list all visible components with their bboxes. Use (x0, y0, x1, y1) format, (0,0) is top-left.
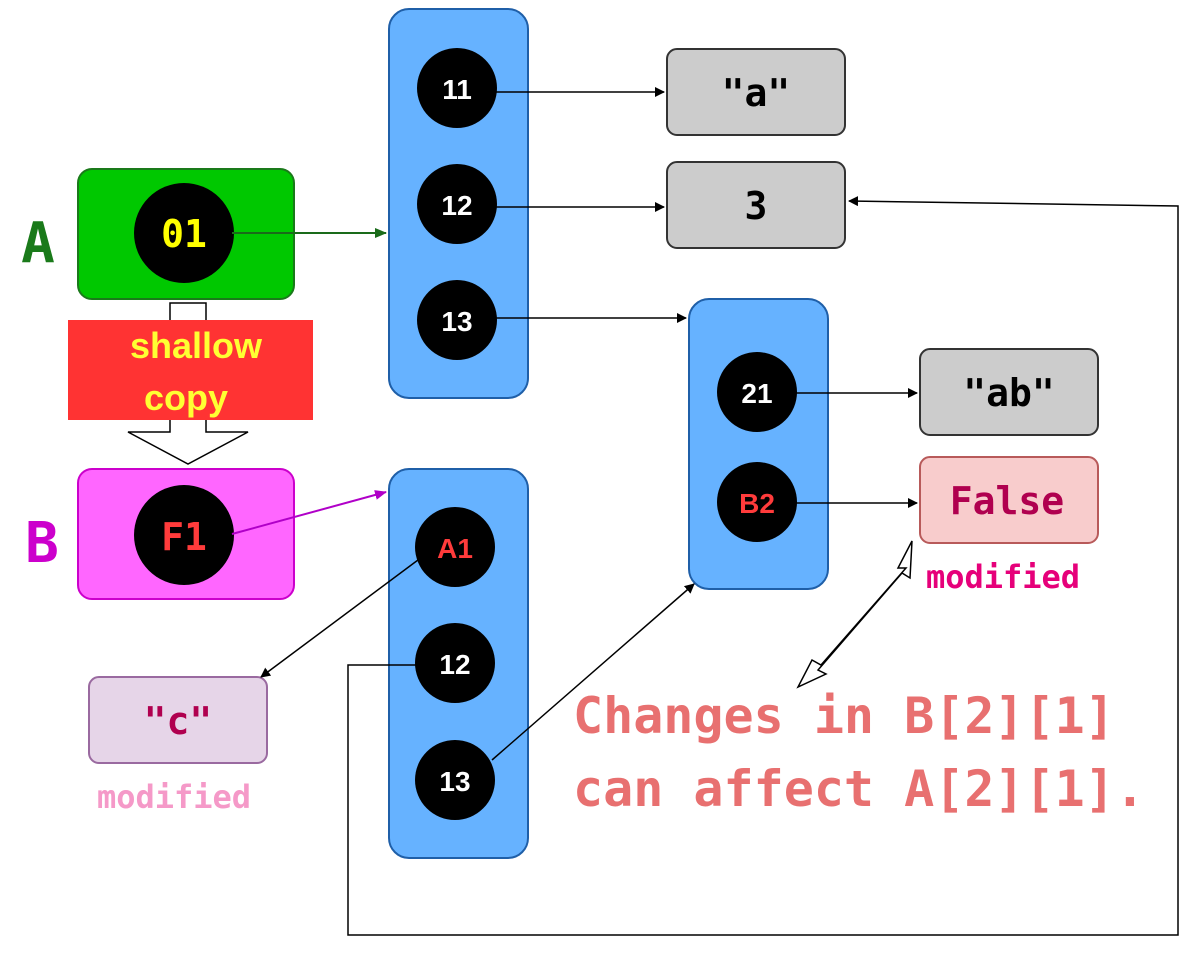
value-box-a (666, 48, 846, 136)
shallow-copy-banner (68, 320, 313, 420)
inner-list-container (688, 298, 829, 590)
list-a-item-2: 13 (441, 306, 472, 337)
shallow-copy-label-line1: shallow (130, 325, 263, 366)
caption-line1: Changes in B[2][1] (573, 687, 1115, 745)
value-false: False (950, 479, 1064, 523)
value-box-ab (919, 348, 1099, 436)
inner-list-item-1: B2 (739, 488, 775, 519)
double-headed-hollow-arrow (796, 540, 913, 689)
list-b-item-2-circle (415, 740, 495, 820)
variable-a-label: A (21, 211, 55, 276)
inner-list-item-0-circle (717, 352, 797, 432)
list-b-item-0-circle (415, 507, 495, 587)
arrow-12b-to-3 (347, 196, 1179, 936)
list-b-item-1: 12 (439, 649, 470, 680)
caption-line2: can affect A[2][1]. (573, 760, 1145, 818)
value-box-c (88, 676, 268, 764)
variable-a-address-circle (134, 183, 234, 283)
list-a-item-0: 11 (442, 74, 472, 105)
modified-note-c: modified (97, 778, 251, 816)
arrow-b-to-list-b (231, 490, 387, 535)
value-ab: "ab" (963, 371, 1055, 415)
list-b-item-0: A1 (437, 533, 473, 564)
inner-list-item-0: 21 (741, 378, 772, 409)
variable-b-address: F1 (161, 515, 207, 559)
inner-list-item-1-circle (717, 462, 797, 542)
variable-b-address-circle (134, 485, 234, 585)
value-box-three (666, 161, 846, 249)
list-a-item-1-circle (417, 164, 497, 244)
shallow-copy-label-line2: copy (144, 377, 228, 418)
list-a-item-0-circle (417, 48, 497, 128)
list-a-item-1: 12 (441, 190, 472, 221)
arrow-a1-to-c (260, 556, 423, 678)
arrow-13b-to-inner (491, 583, 695, 761)
modified-note-false: modified (926, 558, 1080, 596)
value-c: "c" (144, 699, 213, 743)
variable-a-address: 01 (161, 212, 207, 256)
value-box-false (919, 456, 1099, 544)
value-three: 3 (745, 184, 768, 228)
value-a: "a" (722, 71, 791, 115)
variable-b-label: B (25, 511, 59, 576)
list-b-item-2: 13 (439, 766, 470, 797)
list-b-item-1-circle (415, 623, 495, 703)
list-a-item-2-circle (417, 280, 497, 360)
